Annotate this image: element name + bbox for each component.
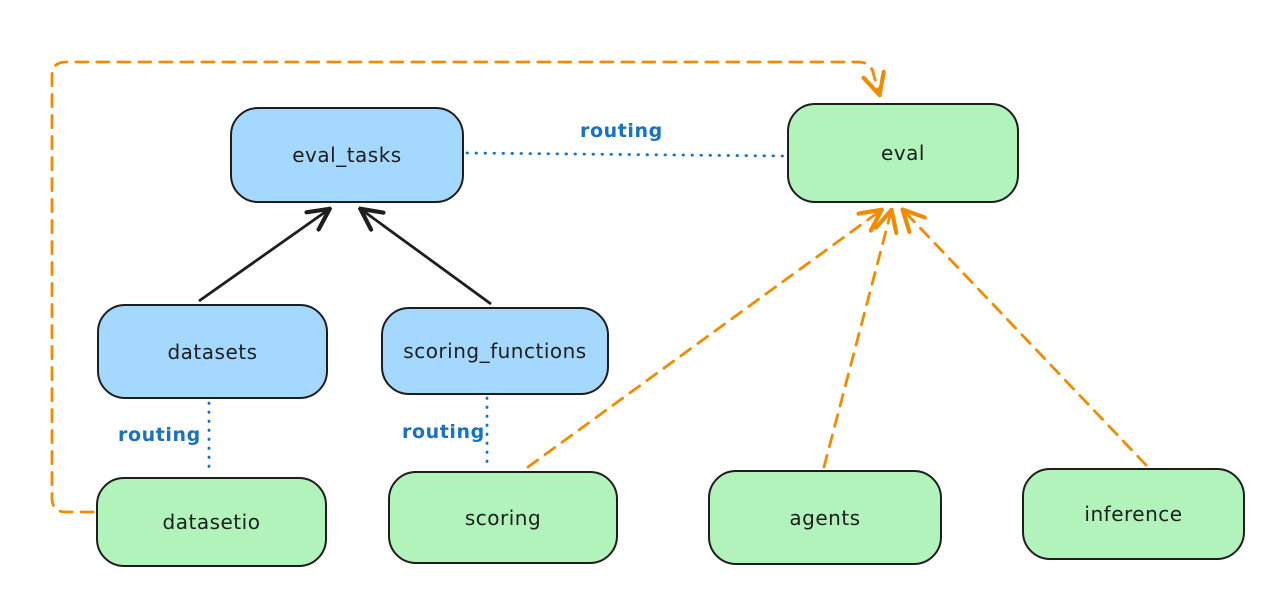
edge-eval-tasks-to-eval-routing <box>465 151 786 158</box>
node-datasetio: datasetio <box>96 477 327 567</box>
edge-agents-to-eval <box>822 212 891 469</box>
node-scoring: scoring <box>388 471 618 564</box>
edge-scoring-to-eval <box>526 211 880 469</box>
edge-datasetio-to-eval-loop <box>50 60 879 514</box>
node-eval-tasks: eval_tasks <box>230 107 464 203</box>
node-eval: eval <box>787 103 1019 203</box>
edge-datasets-to-eval-tasks <box>198 210 328 303</box>
edge-inference-to-eval <box>904 211 1148 467</box>
node-agents: agents <box>708 470 942 565</box>
routing-label-top: routing <box>580 120 663 142</box>
node-inference: inference <box>1022 468 1245 560</box>
edge-scoring-functions-to-eval-tasks <box>362 210 492 306</box>
node-datasets: datasets <box>97 304 328 399</box>
routing-label-datasets: routing <box>118 424 201 446</box>
routing-label-scoring: routing <box>402 421 485 443</box>
node-scoring-functions: scoring_functions <box>381 307 609 395</box>
